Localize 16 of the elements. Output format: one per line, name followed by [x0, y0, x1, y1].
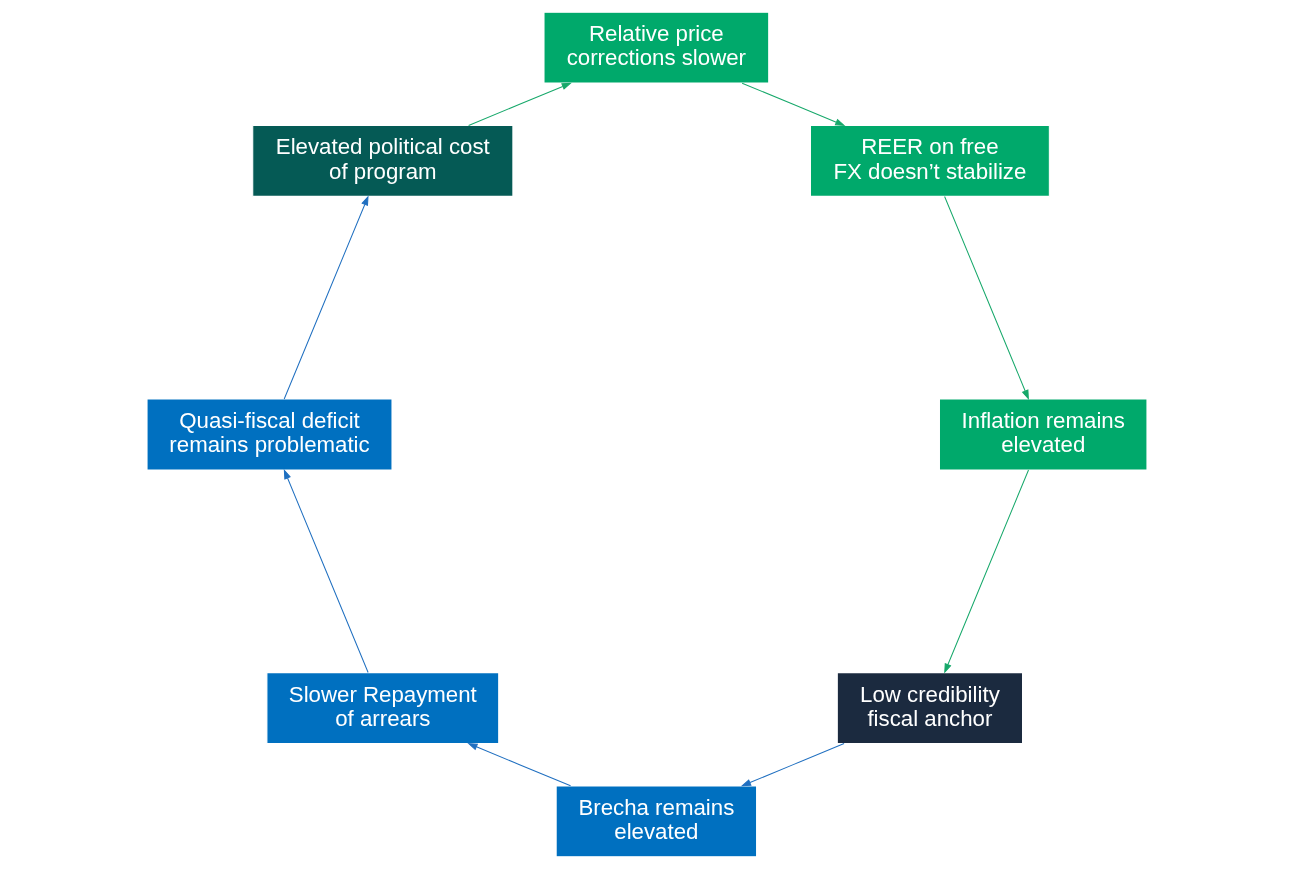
arrow [741, 82, 846, 126]
node-box: Quasi-fiscal deficit remains problematic [146, 398, 393, 471]
node-box: Slower Repayment of arrears [266, 672, 500, 744]
arrow [467, 743, 572, 787]
arrow [740, 743, 845, 787]
arrow [468, 82, 572, 126]
arrow [944, 195, 1029, 401]
arrow [283, 195, 369, 400]
arrow [283, 468, 369, 674]
node-box: Low credibility fiscal anchor [836, 672, 1023, 744]
node-box: Relative price corrections slower [543, 11, 770, 84]
node-box: Elevated political cost of program [252, 125, 514, 197]
node-box: REER on free FX doesn’t stabilize [809, 125, 1050, 197]
node-box: Brecha remains elevated [555, 785, 758, 858]
arrow [944, 469, 1030, 674]
node-box: Inflation remains elevated [938, 398, 1148, 471]
